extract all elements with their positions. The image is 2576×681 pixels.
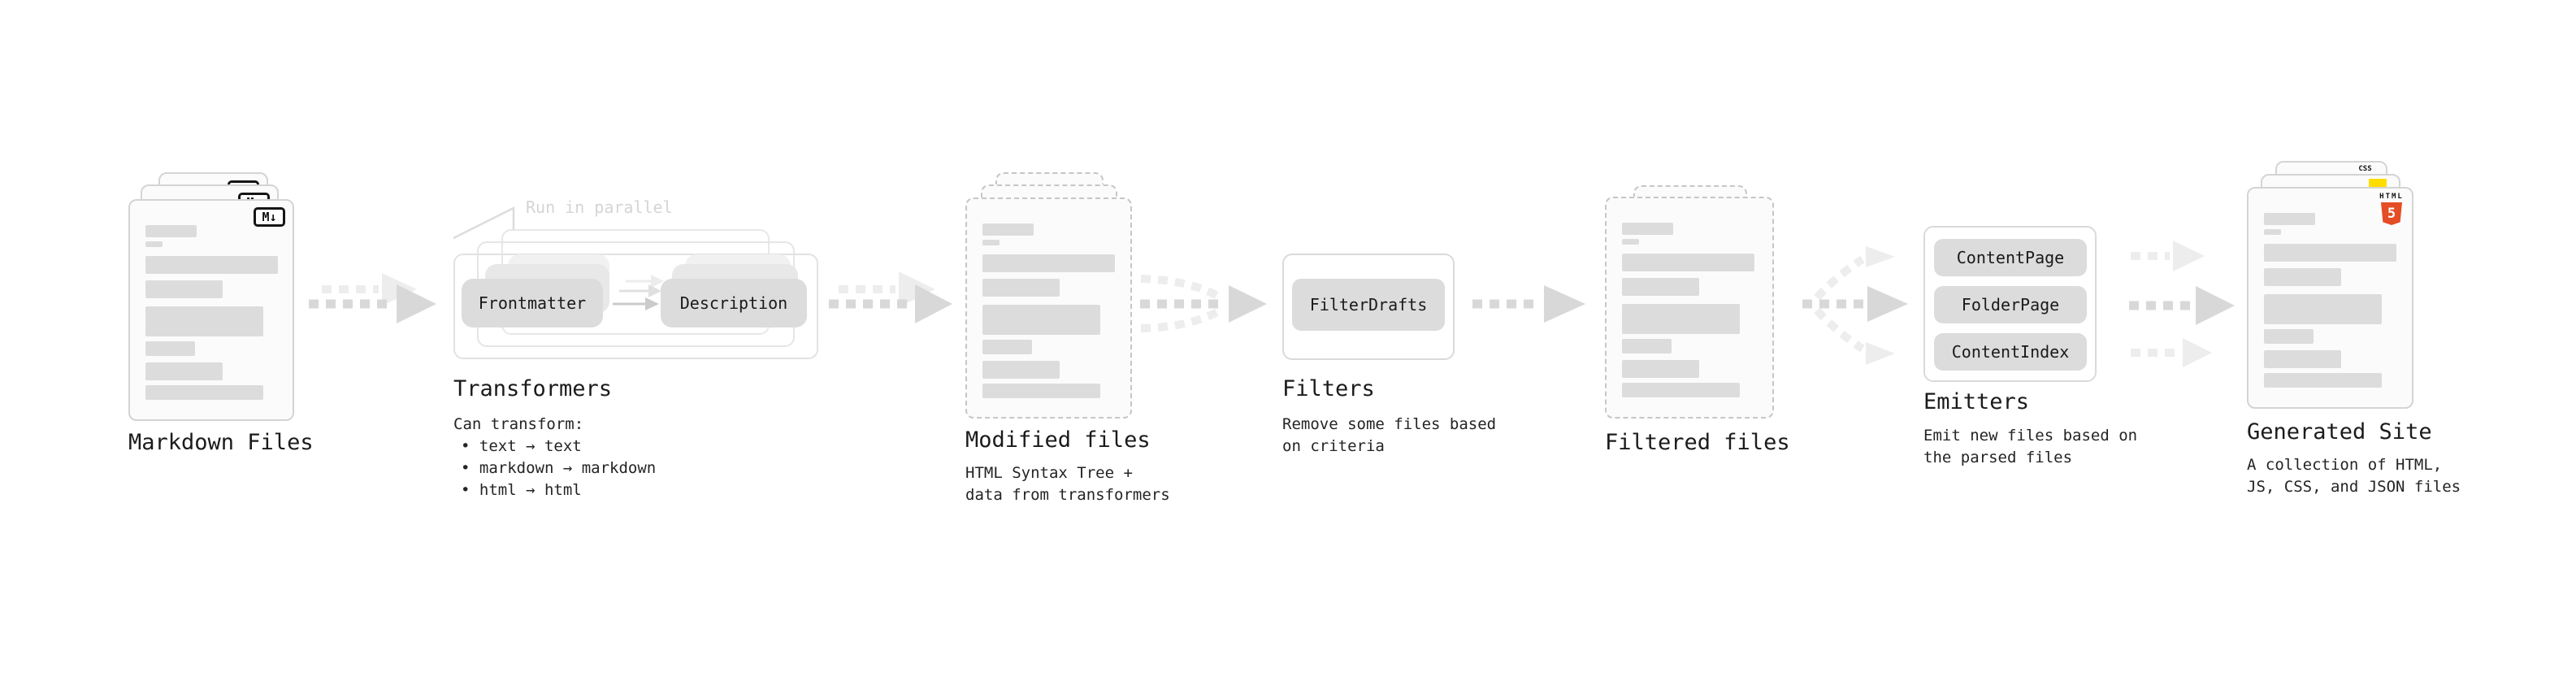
filters-box: FilterDrafts: [1282, 254, 1455, 360]
frontmatter-card: Frontmatter: [462, 279, 603, 327]
transform-bullet: • text → text: [461, 437, 582, 455]
stage-subtitle: Emit new files based on the parsed files: [1923, 427, 2138, 466]
modified-files-caption: Modified files HTML Syntax Tree + data f…: [965, 427, 1170, 506]
doc-text-placeholder-lines: [1622, 223, 1754, 397]
js-icon: [2369, 179, 2387, 189]
stage-title: Generated Site: [2247, 419, 2432, 445]
stage-title: Emitters: [1923, 389, 2030, 414]
arrow-markdown-to-transformers: [309, 273, 436, 323]
content-index-node: ContentIndex: [1934, 333, 2087, 371]
arrows-emitters-to-generated: [2129, 241, 2235, 367]
content-page-node: ContentPage: [1934, 239, 2087, 276]
emitters-box: ContentPage FolderPage ContentIndex: [1923, 226, 2097, 382]
arrow-filtered-to-emitters: [1802, 246, 1908, 365]
stage-title: Markdown Files: [128, 430, 314, 455]
filters-caption: Filters Remove some files based on crite…: [1282, 375, 1496, 458]
modified-doc-front: [965, 197, 1132, 419]
html5-icon: HTML 5: [2377, 193, 2406, 225]
transformers-caption: Transformers Can transform: • text → tex…: [453, 375, 656, 501]
stage-subtitle: A collection of HTML, JS, CSS, and JSON …: [2247, 456, 2461, 496]
doc-text-placeholder-lines: [982, 223, 1115, 398]
filtered-doc-front: [1605, 197, 1774, 419]
stage-title: Filters: [1282, 376, 1375, 401]
arrow-transformers-to-modified: [829, 271, 952, 323]
arrow-modified-to-filters: [1140, 275, 1267, 332]
stage-subtitle: Remove some files based on criteria: [1282, 415, 1497, 455]
doc-text-placeholder-lines: [2264, 213, 2396, 388]
markdown-icon: M↓: [254, 207, 285, 227]
arrow-filters-to-filtered: [1472, 285, 1585, 323]
markdown-files-caption: Markdown Files: [128, 429, 314, 456]
filter-drafts-node: FilterDrafts: [1292, 279, 1445, 331]
stage-title: Transformers: [453, 376, 613, 401]
transform-bullet: • html → html: [461, 481, 582, 499]
generated-site-caption: Generated Site A collection of HTML, JS,…: [2247, 419, 2461, 498]
description-card: Description: [661, 279, 807, 327]
transform-bullet: • markdown → markdown: [461, 459, 657, 477]
generated-doc-html: HTML 5: [2247, 187, 2413, 409]
emitters-caption: Emitters Emit new files based on the par…: [1923, 388, 2137, 469]
markdown-doc-front: M↓: [128, 199, 294, 421]
run-in-parallel-label: Run in parallel: [526, 197, 673, 217]
stage-title: Filtered files: [1605, 430, 1790, 455]
stage-description: Can transform:: [453, 415, 584, 433]
transformer-run-box-front: [453, 254, 818, 359]
stage-subtitle: HTML Syntax Tree + data from transformer…: [965, 464, 1170, 504]
stage-title: Modified files: [965, 427, 1151, 453]
filtered-files-caption: Filtered files: [1605, 429, 1790, 456]
doc-text-placeholder-lines: [145, 225, 278, 400]
folder-page-node: FolderPage: [1934, 286, 2087, 323]
